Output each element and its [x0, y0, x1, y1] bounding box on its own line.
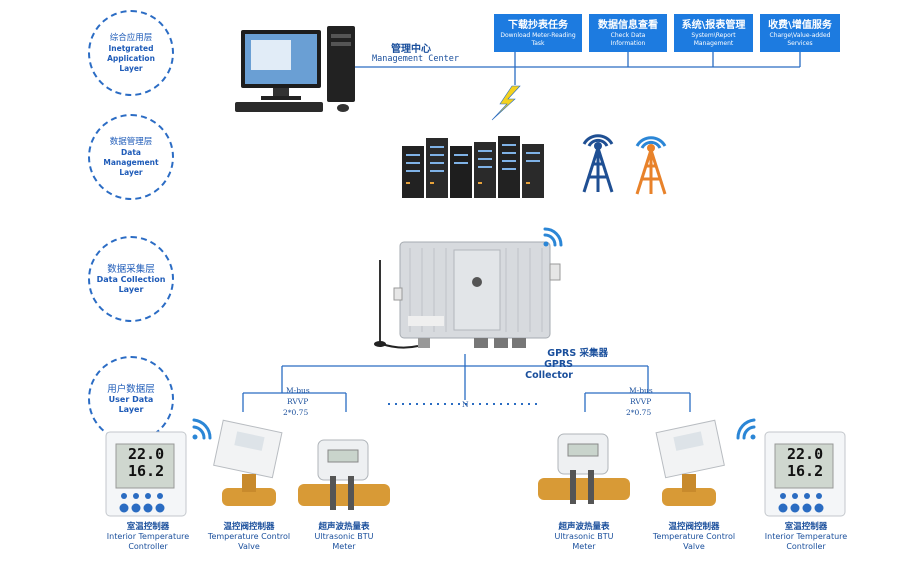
function-en: Download Meter-Reading Task [500, 31, 576, 47]
function-en: Check Data Information [610, 31, 646, 47]
function-cn: 数据信息查看 [598, 19, 658, 31]
gprs-collector-icon [374, 241, 561, 349]
thermostat-right-reading-top: 22.0 [787, 445, 824, 463]
function-cn: 收费\增值服务 [768, 19, 832, 31]
management-center-en: Management Center [372, 54, 459, 64]
device-en: Ultrasonic BTU Meter [314, 532, 374, 551]
device-cn: 温控阀控制器 [223, 522, 275, 532]
computer-icon [235, 26, 355, 112]
bus-count-label: N [462, 400, 469, 409]
function-download-task: 下载抄表任务 Download Meter-Reading Task [494, 14, 582, 52]
layer-data-collection: 数据采集层 Data Collection Layer [88, 236, 174, 322]
device-en: Ultrasonic BTU Meter [554, 532, 614, 551]
collector-label-en: GPRS Collector [525, 359, 573, 381]
function-en: System\Report Management [691, 31, 736, 47]
device-cn: 温控阀控制器 [668, 522, 720, 532]
layer-en: User Data Layer [108, 394, 154, 414]
wifi-icon [192, 418, 212, 440]
device-label-valve-right: 温控阀控制器 Temperature Control Valve [646, 520, 742, 552]
device-en: Interior Temperature Controller [764, 532, 848, 551]
btu-meter-right-icon [538, 433, 630, 504]
collector-label-cn: GPRS 采集器 [547, 348, 608, 359]
management-center-cn: 管理中心 [391, 44, 431, 55]
function-en: Charge\Value-added Services [769, 31, 831, 47]
layer-en: Data Management Layer [103, 147, 159, 177]
thermostat-right-reading-bottom: 16.2 [787, 462, 824, 480]
control-valve-right-icon [655, 419, 725, 506]
layer-en: Inetgrated Application Layer [107, 43, 155, 73]
bus-left-protocol: M-bus [286, 386, 310, 395]
server-rack-icon [402, 136, 544, 198]
tower-navy-icon [582, 134, 614, 193]
bus-right-spec: 2*0.75 [626, 408, 652, 417]
layer-cn: 数据管理层 [109, 136, 153, 147]
layer-application: 综合应用层 Inetgrated Application Layer [88, 10, 174, 96]
device-cn: 室温控制器 [126, 522, 170, 532]
function-system-report: 系统\报表管理 System\Report Management [674, 14, 753, 52]
wifi-icon [543, 227, 563, 247]
device-cn: 室温控制器 [784, 522, 828, 532]
function-cn: 下载抄表任务 [508, 19, 568, 31]
btu-meter-left-icon [298, 439, 390, 510]
device-label-valve-left: 温控阀控制器 Temperature Control Valve [201, 520, 297, 552]
bus-right-protocol: M-bus [629, 386, 653, 395]
layer-cn: 数据采集层 [107, 263, 155, 275]
thermostat-left-icon [105, 431, 187, 517]
layer-cn: 综合应用层 [109, 32, 153, 43]
wifi-icon [736, 418, 756, 440]
tower-orange-icon [635, 136, 667, 195]
bus-left-spec: 2*0.75 [283, 408, 309, 417]
device-cn: 超声波热量表 [558, 522, 610, 532]
function-charge-service: 收费\增值服务 Charge\Value-added Services [760, 14, 840, 52]
device-en: Temperature Control Valve [207, 532, 291, 551]
device-label-btu-left: 超声波热量表 Ultrasonic BTU Meter [300, 520, 388, 552]
device-en: Interior Temperature Controller [106, 532, 190, 551]
device-label-thermostat-left: 室温控制器 Interior Temperature Controller [100, 520, 196, 552]
bus-right-cable: RVVP [630, 397, 652, 406]
device-en: Temperature Control Valve [652, 532, 736, 551]
bus-left-cable: RVVP [287, 397, 309, 406]
thermostat-left-reading-bottom: 16.2 [128, 462, 165, 480]
control-valve-left-icon [213, 419, 283, 506]
function-cn: 系统\报表管理 [681, 19, 746, 31]
layer-en: Data Collection Layer [96, 274, 166, 294]
function-check-data: 数据信息查看 Check Data Information [589, 14, 667, 52]
thermostat-left-reading-top: 22.0 [128, 445, 165, 463]
device-label-thermostat-right: 室温控制器 Interior Temperature Controller [758, 520, 854, 552]
device-cn: 超声波热量表 [318, 522, 370, 532]
layer-cn: 用户数据层 [107, 383, 155, 395]
thermostat-right-icon [764, 431, 846, 517]
layer-data-management: 数据管理层 Data Management Layer [88, 114, 174, 200]
device-label-btu-right: 超声波热量表 Ultrasonic BTU Meter [540, 520, 628, 552]
